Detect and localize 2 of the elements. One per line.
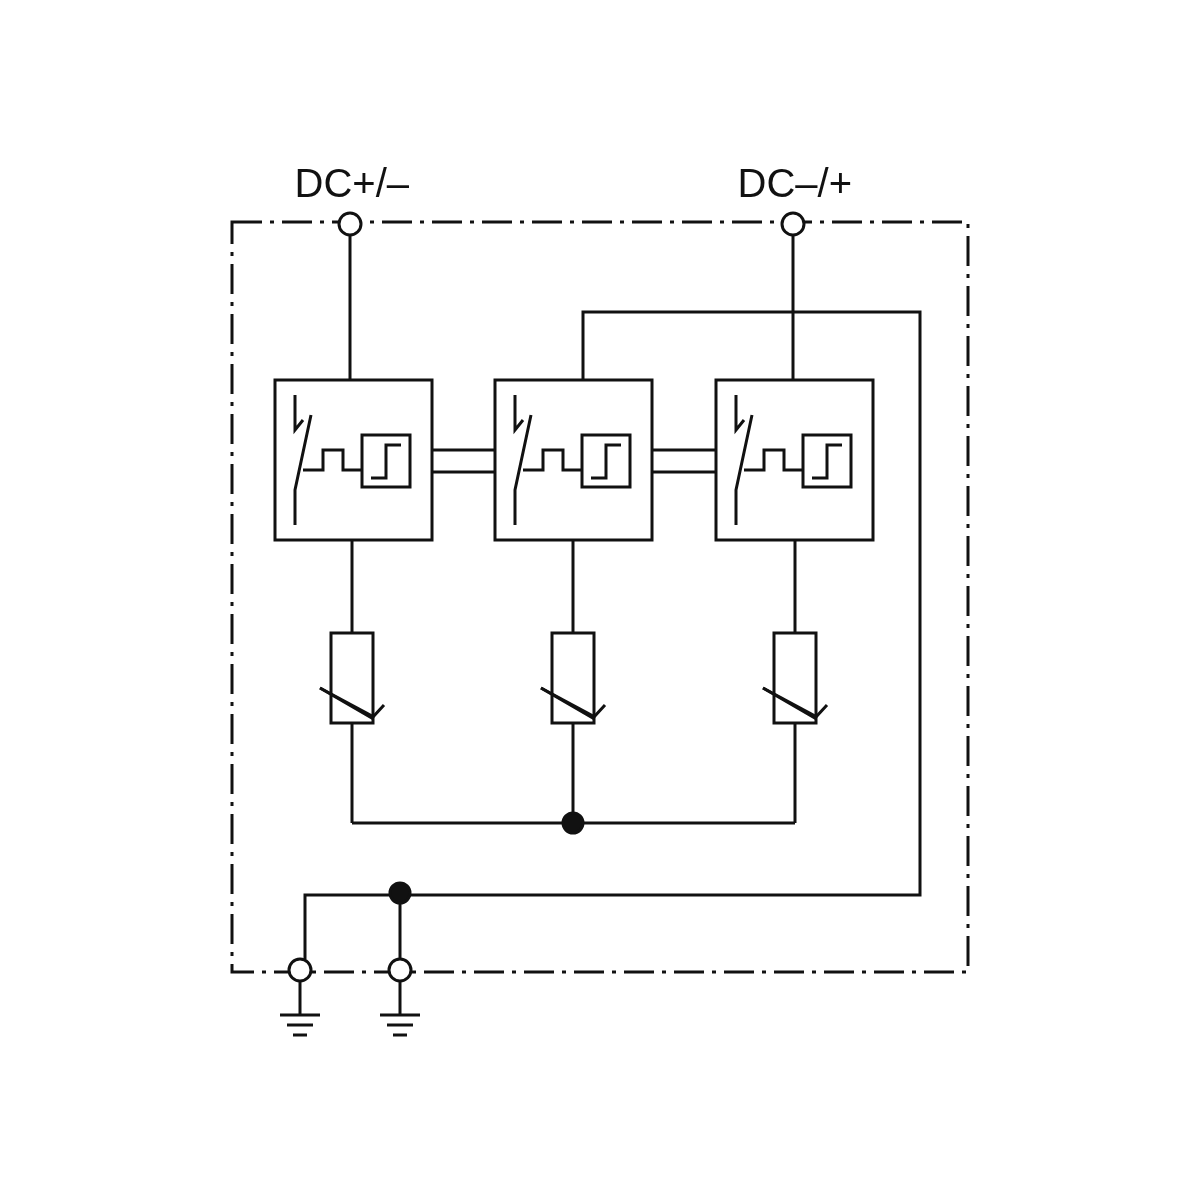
terminal-label: DC+/–: [294, 163, 409, 203]
terminal-label: DC–/+: [737, 163, 852, 203]
